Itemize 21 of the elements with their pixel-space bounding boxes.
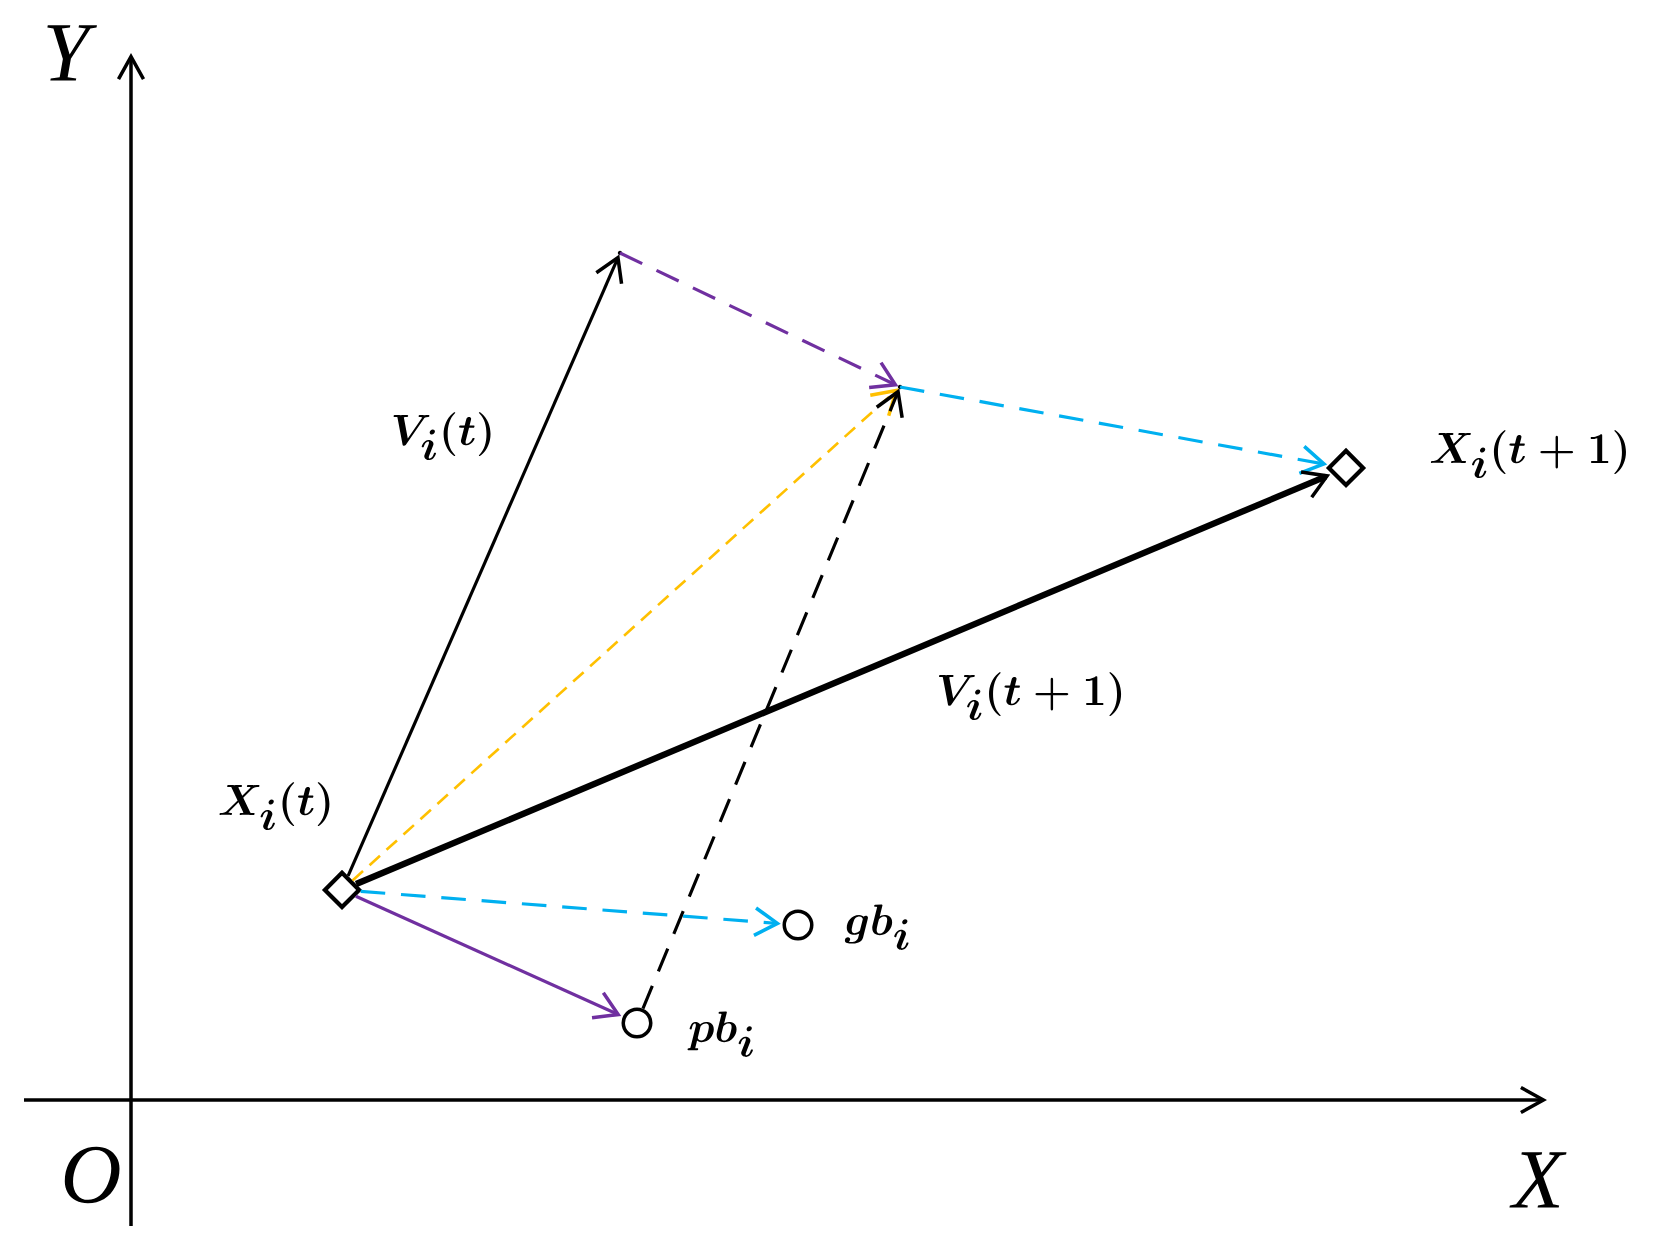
point-label: $gb_i$ [844,904,909,950]
vertex-point [617,250,623,256]
vertex-point [897,384,903,390]
arrow [619,251,899,390]
axis-label: O [64,1146,120,1204]
arrow [360,889,781,937]
arrow [355,894,622,1020]
arrow [641,388,904,1010]
axis-label: X [1509,1152,1567,1208]
point-label: $X_i(t)$ [219,782,330,831]
arrow [346,254,624,877]
best-position-circle [782,909,814,941]
axis-label: Y [47,25,97,81]
vector-label: $V_i(t)$ [387,408,499,464]
arrow [899,385,1328,476]
best-position-circle [621,1007,653,1039]
point-label: $X_i(t+1)$ [1430,430,1626,479]
vector-label: $V_i(t+1)$ [932,668,1130,724]
arrow [354,470,1331,887]
arrow [351,388,899,882]
point-label: $pb_i$ [687,1011,753,1057]
